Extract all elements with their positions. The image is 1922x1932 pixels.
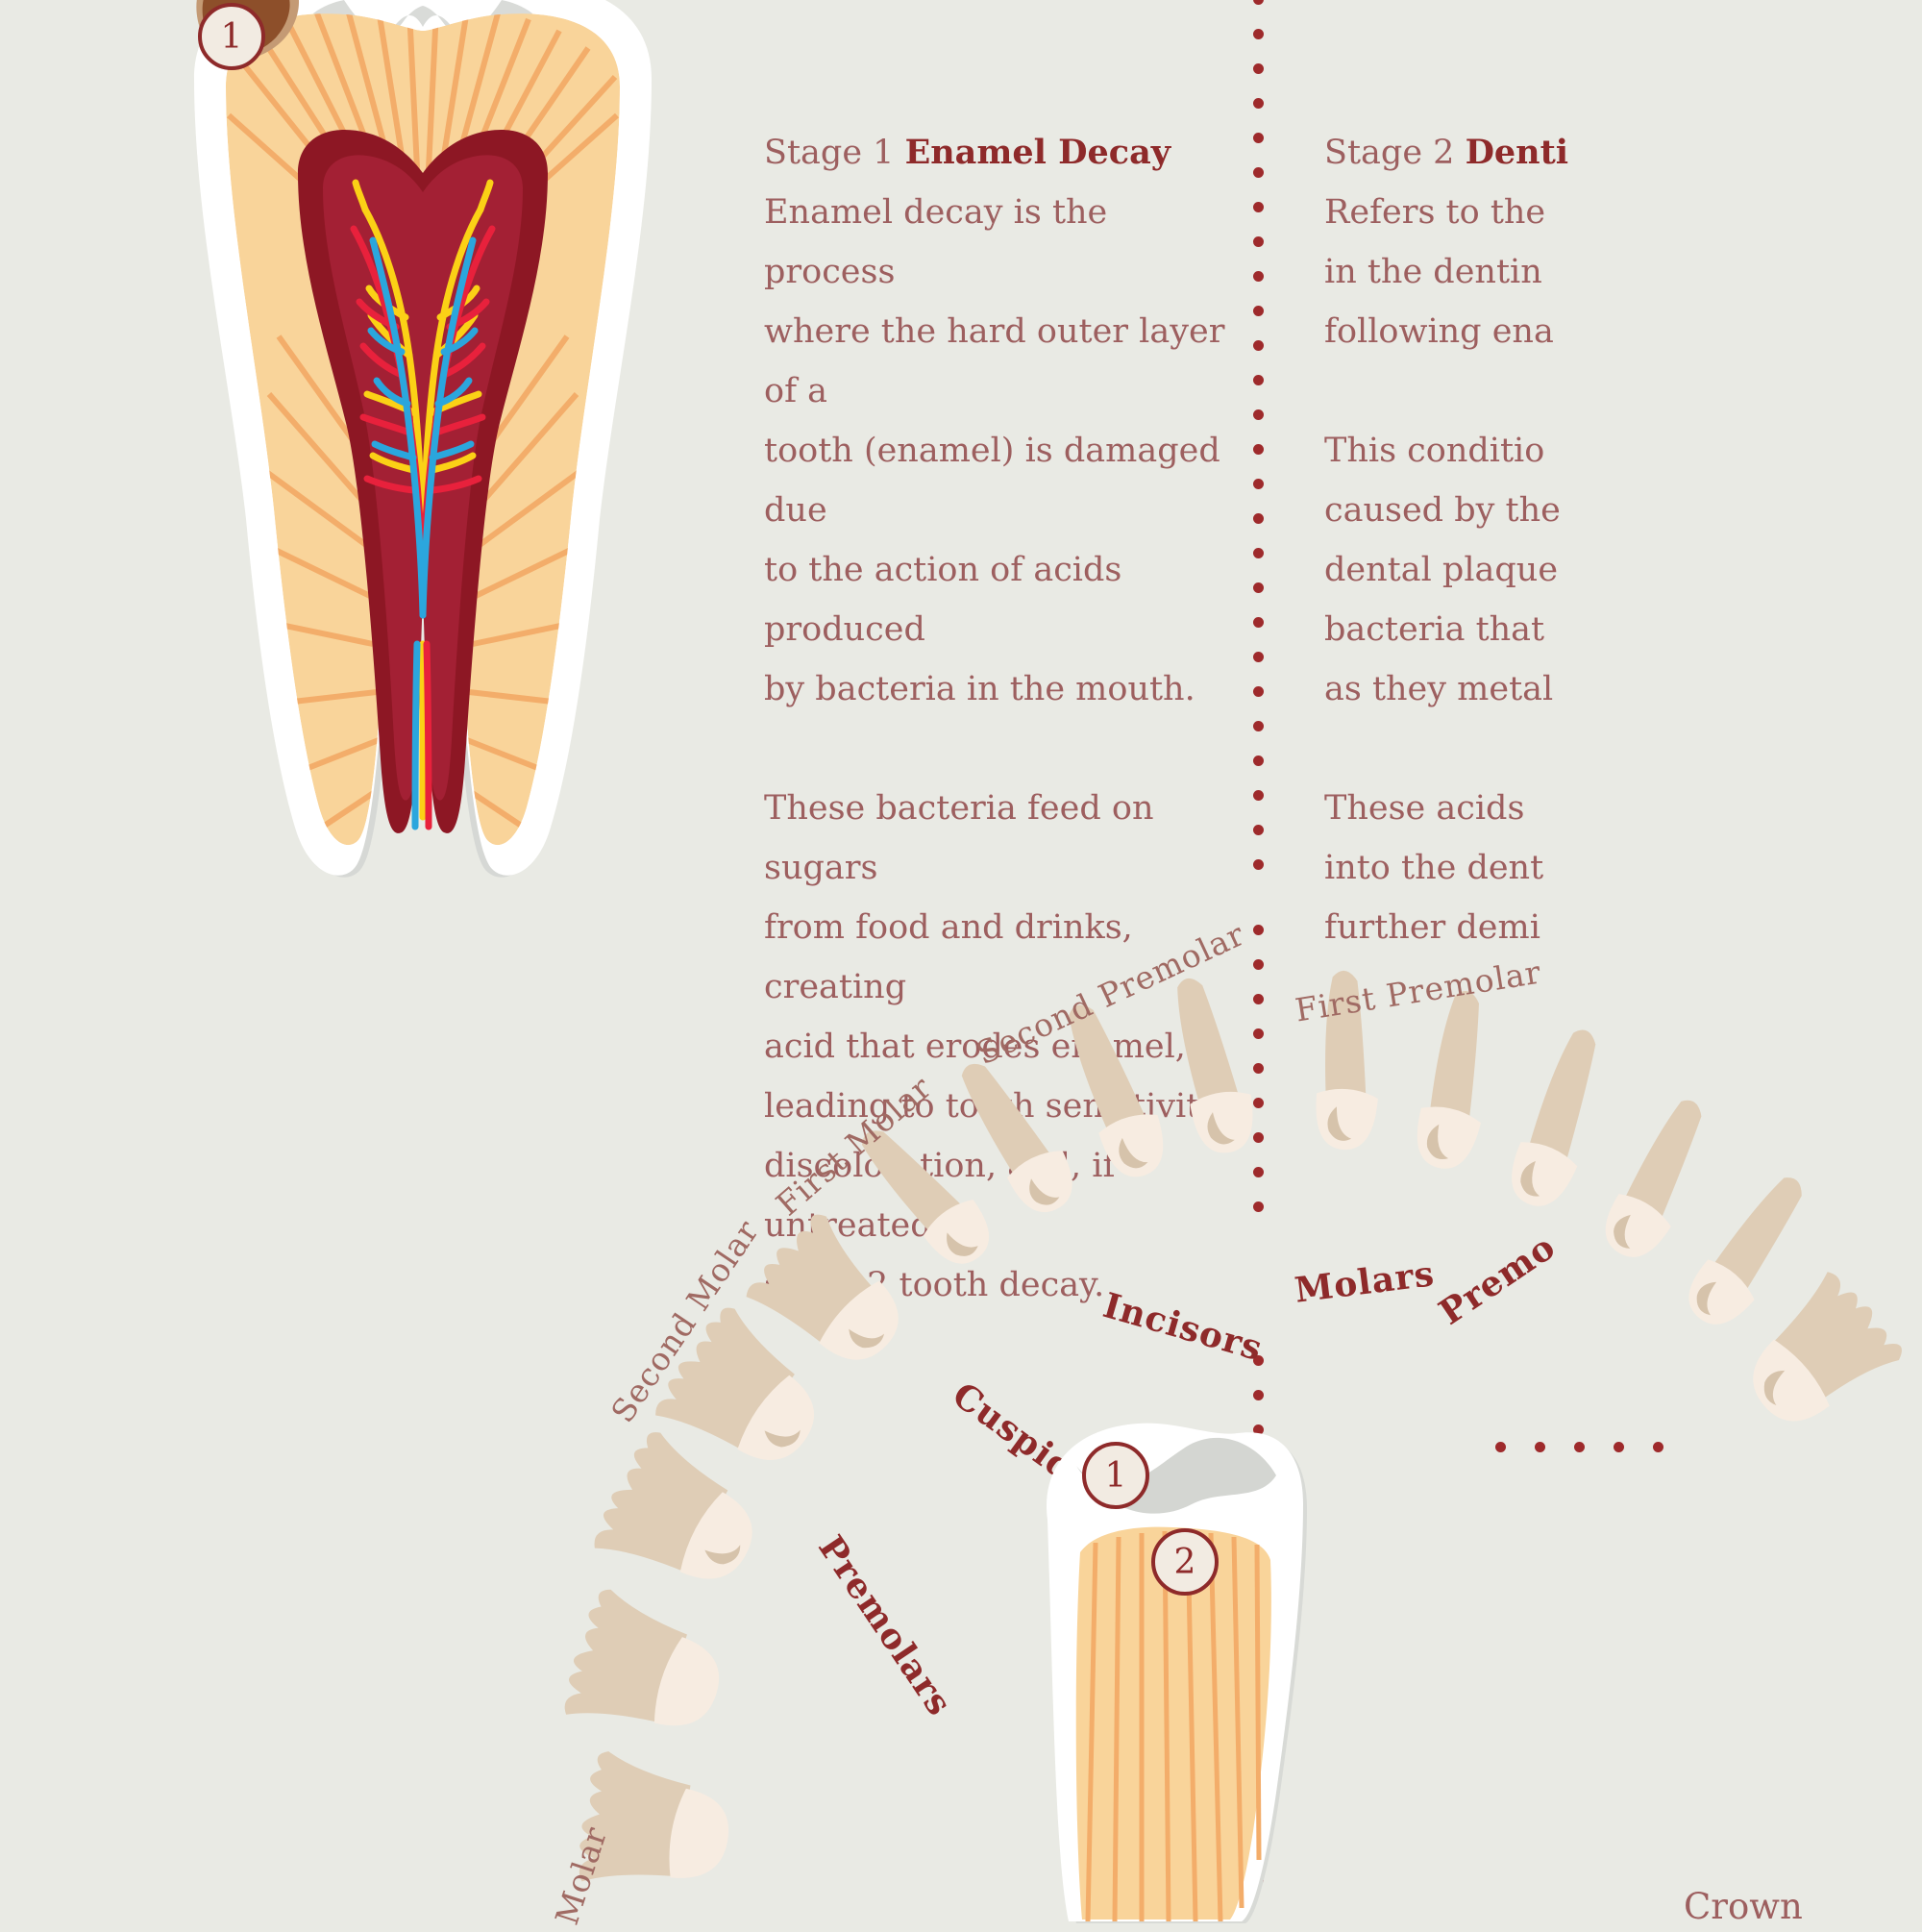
vertical-dotted-divider-arch bbox=[1253, 925, 1266, 1242]
badge-number: 2 bbox=[1173, 1542, 1196, 1582]
stage-1-p1-l1: Enamel decay is the process bbox=[764, 193, 1108, 291]
stage-2-p3-l3: further demi bbox=[1324, 908, 1540, 947]
stage-1-p1-l3: tooth (enamel) is damaged due bbox=[764, 432, 1220, 530]
stage-1-text-column: Stage 1 Enamel Decay Enamel decay is the… bbox=[764, 123, 1225, 1315]
stage-1-label: Stage 1 bbox=[764, 134, 895, 172]
stage-1-p2-l2: from food and drinks, creating bbox=[764, 908, 1133, 1006]
badge-number: 1 bbox=[1104, 1455, 1127, 1496]
stage-1-p2-l1: These bacteria feed on sugars bbox=[764, 789, 1154, 887]
arch-tooth-premolar-r2 bbox=[1688, 1177, 1802, 1325]
arch-label-molar: Molar bbox=[548, 1821, 615, 1930]
vein-branches bbox=[367, 236, 479, 830]
stage-2-title: Denti bbox=[1465, 133, 1569, 172]
stage-2-p1-l3: following ena bbox=[1324, 312, 1554, 351]
legend-marker-badge-1[interactable]: 1 bbox=[1082, 1442, 1149, 1509]
arch-label-second-molar: Second Molar bbox=[604, 1212, 767, 1429]
legend-leader-dots bbox=[1495, 1442, 1663, 1452]
arch-tooth-cuspid-r bbox=[1512, 1029, 1596, 1206]
stage-2-p2-l5: as they metal bbox=[1324, 670, 1554, 708]
stage-2-label: Stage 2 bbox=[1324, 134, 1455, 172]
legend-marker-badge-2[interactable]: 2 bbox=[1151, 1528, 1219, 1596]
arch-tooth-premolar-r1 bbox=[1605, 1100, 1702, 1257]
stage-1-p1-l5: by bacteria in the mouth. bbox=[764, 670, 1195, 708]
tooth-cross-section-diagram bbox=[135, 0, 711, 894]
arch-tooth-molar-l4 bbox=[564, 1589, 720, 1726]
legend-dentin-stripes bbox=[1085, 1530, 1262, 1922]
legend-tooth-diagram bbox=[1047, 1423, 1307, 1923]
stage-1-heading: Stage 1 Enamel Decay bbox=[764, 123, 1225, 183]
legend-tooth-dentin bbox=[1075, 1526, 1271, 1920]
stage-2-p1-l1: Refers to the bbox=[1324, 193, 1546, 232]
arch-tooth-incisor-r2 bbox=[1417, 991, 1481, 1169]
arch-group-label-premolars: Premolars bbox=[810, 1528, 960, 1723]
tooth-cross-section-svg bbox=[194, 0, 652, 878]
arch-tooth-molar-r1 bbox=[1753, 1272, 1902, 1422]
stage-2-p3-l1: These acids bbox=[1324, 789, 1525, 828]
tooth-marker-badge-1[interactable]: 1 bbox=[198, 3, 265, 70]
stage-2-p1-l2: in the dentin bbox=[1324, 253, 1542, 291]
stage-2-p2-l4: bacteria that bbox=[1324, 610, 1545, 649]
stage-1-p2-l4: leading to tooth sensitivity, bbox=[764, 1087, 1225, 1126]
stage-1-p1-l2: where the hard outer layer of a bbox=[764, 312, 1225, 410]
stage-2-p2-l3: dental plaque bbox=[1324, 551, 1559, 589]
legend-label-crown: Crown bbox=[1684, 1886, 1803, 1927]
stage-2-p3-l2: into the dent bbox=[1324, 849, 1544, 887]
stage-1-title: Enamel Decay bbox=[904, 133, 1171, 172]
arch-group-label-molars: Molars bbox=[1293, 1253, 1438, 1311]
arch-label-first-premolar: First Premolar bbox=[1293, 953, 1544, 1029]
arch-tooth-molar-l3 bbox=[594, 1432, 752, 1579]
stage-2-p2-l1: This conditio bbox=[1324, 432, 1545, 470]
stage-2-heading: Stage 2 Denti bbox=[1324, 123, 1922, 183]
vertical-dotted-divider-top bbox=[1253, 0, 1266, 907]
badge-number: 1 bbox=[220, 16, 243, 57]
stage-2-text-column: Stage 2 Denti Refers to the in the denti… bbox=[1324, 123, 1922, 957]
stage-2-p2-l2: caused by the bbox=[1324, 491, 1561, 530]
arch-group-label-premolars-right: Premo bbox=[1432, 1226, 1564, 1333]
stage-1-p1-l4: to the action of acids produced bbox=[764, 551, 1122, 649]
